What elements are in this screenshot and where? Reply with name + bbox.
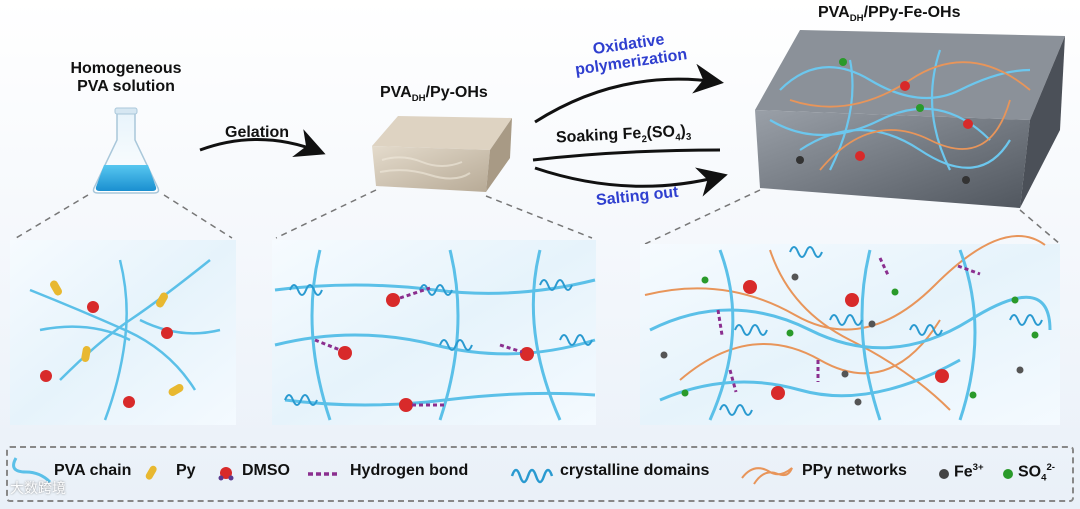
watermark: 大数跨境 <box>10 480 66 496</box>
oxidative-arrow <box>534 63 724 124</box>
panel3-dmso <box>743 280 949 400</box>
panel2-crystalline <box>284 279 593 406</box>
legend-ppy: PPy networks <box>802 462 907 479</box>
legend-fe: Fe3+ <box>954 462 984 481</box>
gelation-arrow <box>199 129 326 158</box>
dmso-legend-icon <box>218 467 234 481</box>
panel1-pva-chains <box>29 259 221 421</box>
final-block <box>755 30 1065 208</box>
legend-so4: SO42- <box>1018 462 1055 484</box>
panel1-dmso <box>40 301 173 408</box>
legend-pva-chain: PVA chain <box>54 462 132 479</box>
panel2-pva-chains <box>274 249 596 421</box>
so4-legend-icon <box>1003 469 1013 479</box>
legend-crystalline: crystalline domains <box>560 462 710 479</box>
py-legend-icon <box>145 465 157 480</box>
ppy-legend-icon <box>741 467 793 485</box>
panel3-so4 <box>681 276 1039 399</box>
legend-dmso: DMSO <box>242 462 290 479</box>
panel-final <box>640 244 1060 425</box>
panel2-dmso <box>338 293 534 412</box>
pva-chain-legend-icon <box>12 457 52 484</box>
zoom-connectors <box>15 189 1061 245</box>
gel-title: PVADH/Py-OHs <box>380 84 488 105</box>
panel1-py <box>50 280 184 396</box>
legend-box: PVA chain Py DMSO Hydrogen bond crystall… <box>6 446 1074 502</box>
panel-gel <box>272 240 596 425</box>
fe-legend-icon <box>939 469 949 479</box>
legend-hbond: Hydrogen bond <box>350 462 469 479</box>
salting-arrow <box>534 166 728 197</box>
gel-block <box>372 116 512 192</box>
panel3-fe <box>660 273 1024 406</box>
soaking-line <box>532 148 721 162</box>
crystalline-legend-icon <box>510 468 554 484</box>
final-title: PVADH/PPy-Fe-OHs <box>818 4 961 25</box>
legend-py: Py <box>176 462 196 479</box>
flask-icon <box>92 107 160 194</box>
panel3-ppy <box>644 235 1046 411</box>
panel3-crystalline <box>719 246 1043 416</box>
panel2-hbonds <box>314 286 523 407</box>
gelation-label: Gelation <box>225 124 290 141</box>
panel3-hbonds <box>716 257 981 393</box>
